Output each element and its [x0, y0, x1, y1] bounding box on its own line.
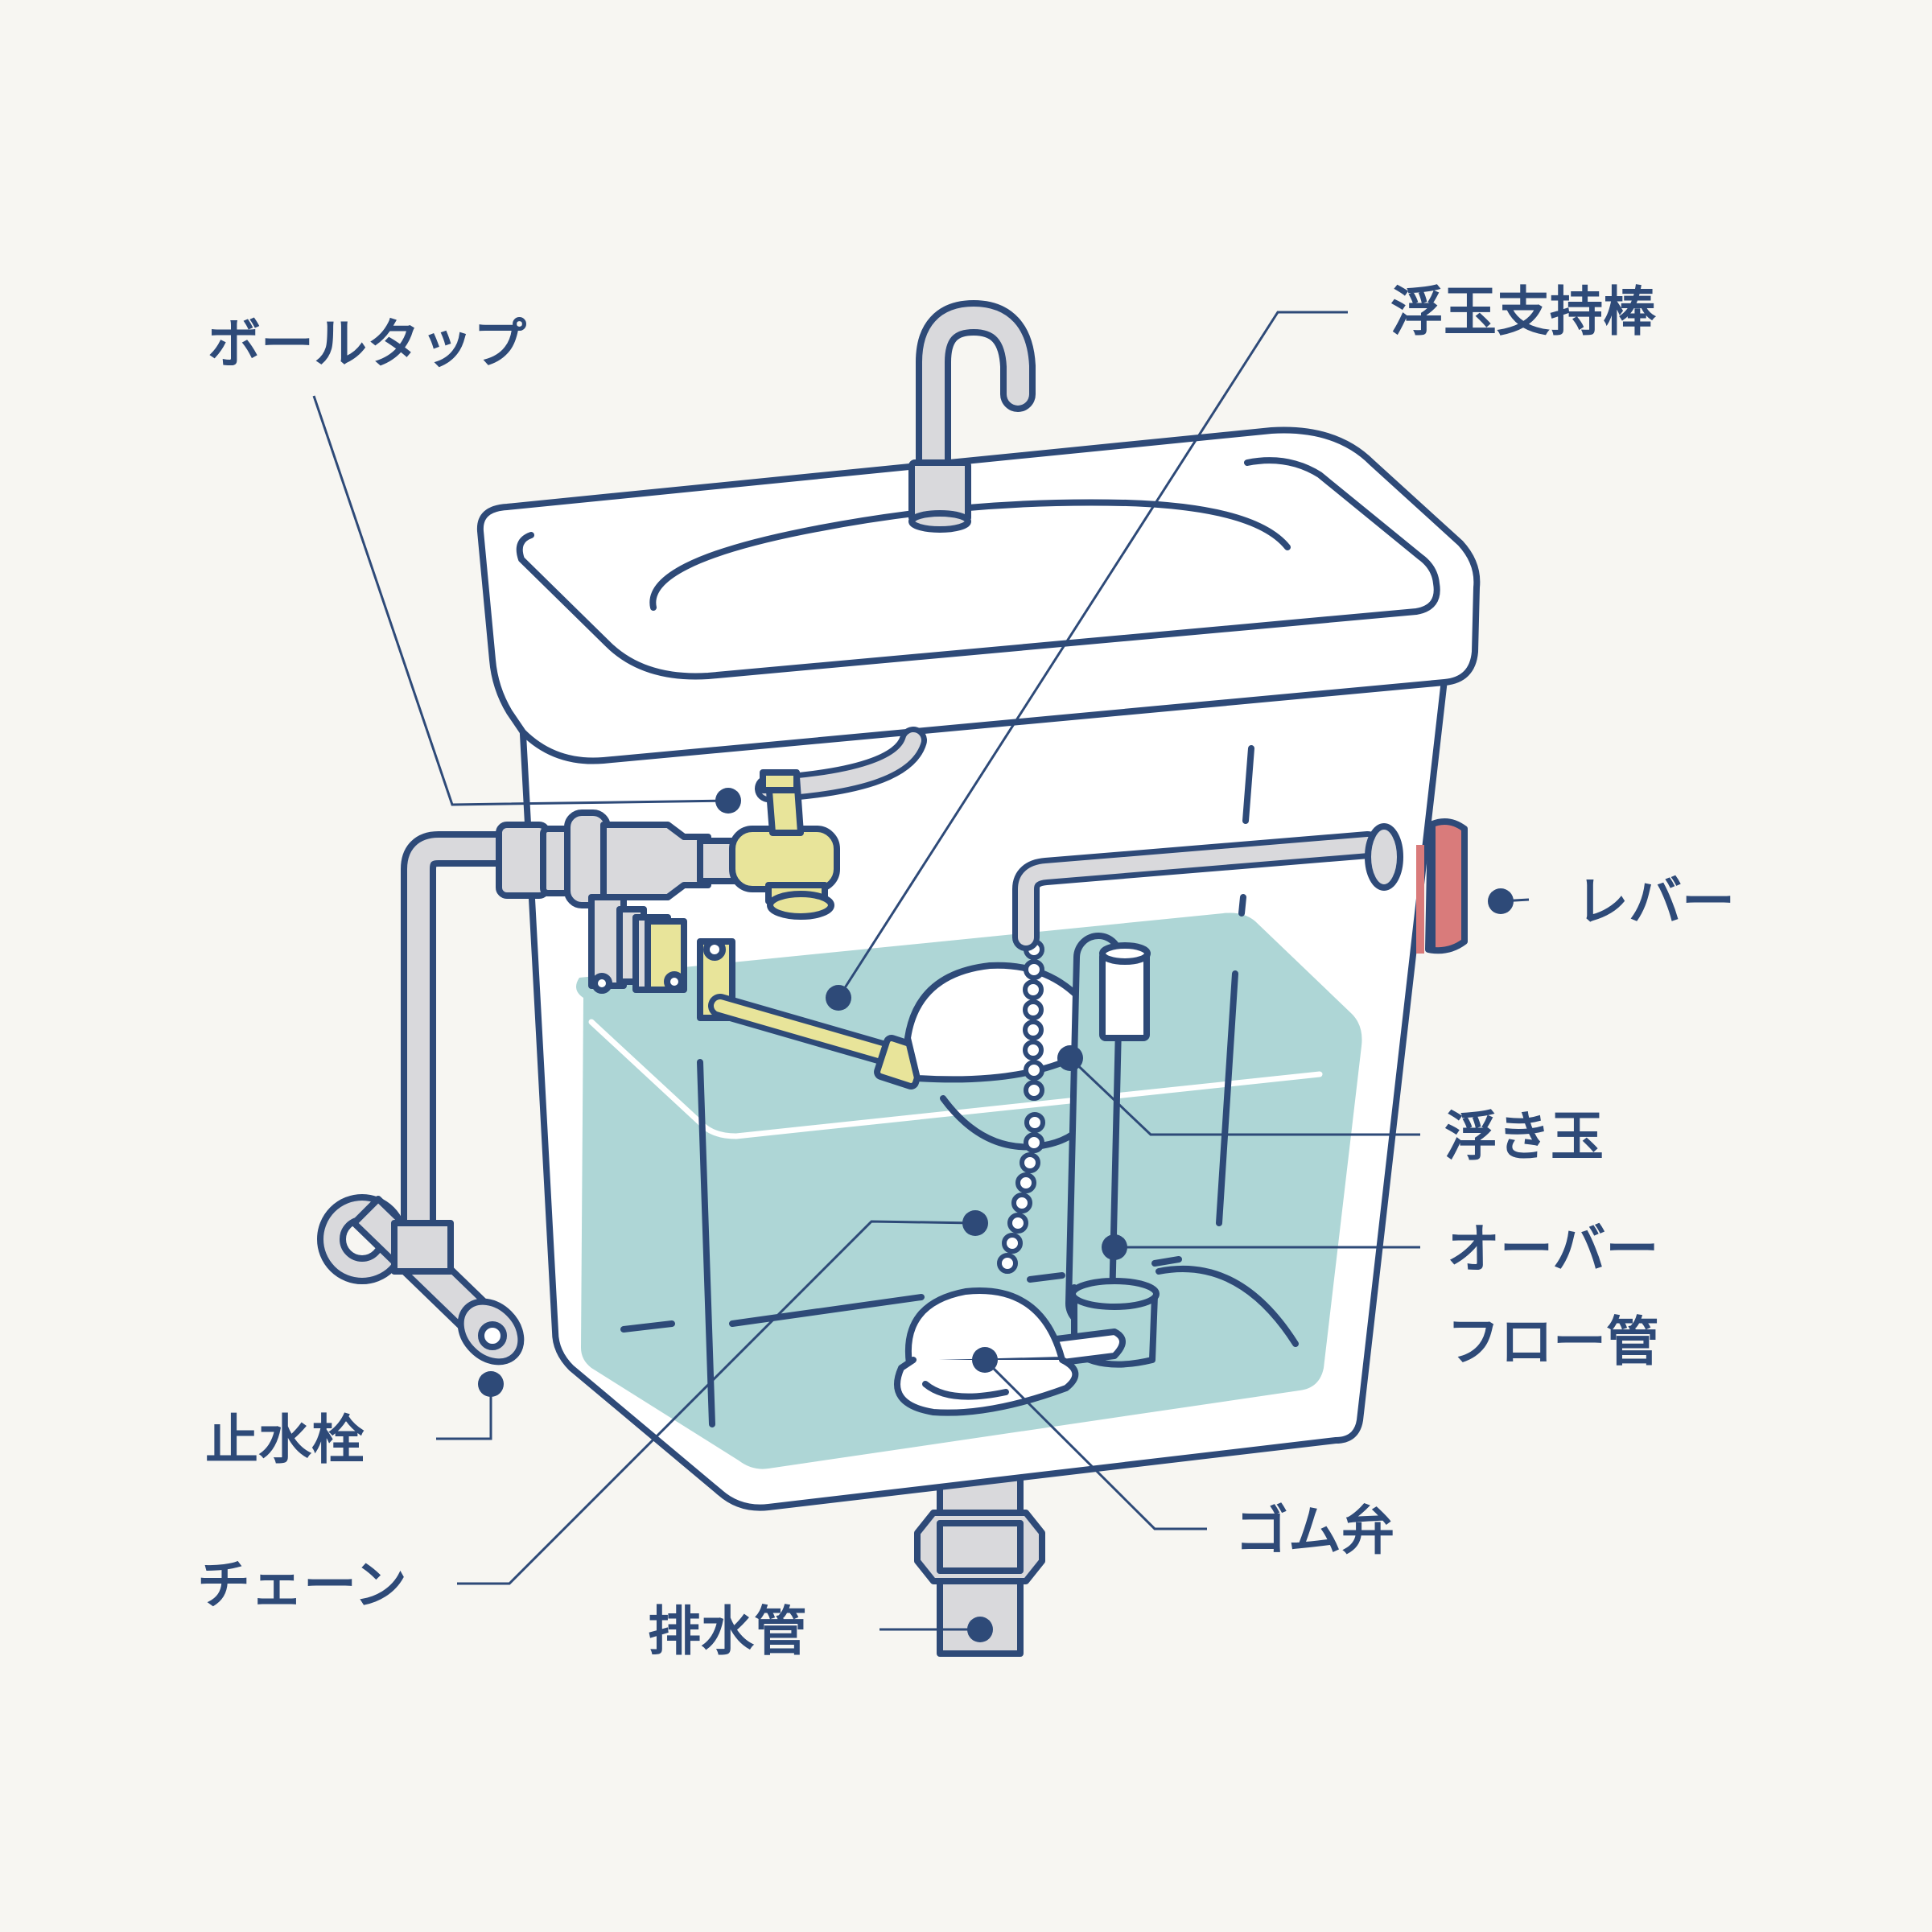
leader-float-ball: [1057, 1045, 1420, 1136]
label-float-rod: 浮玉支持棒: [1390, 281, 1657, 343]
label-stop-valve: 止水栓: [205, 1409, 365, 1471]
label-ball-tap: ボールタップ: [208, 313, 526, 375]
label-overflow-line1: オーバー: [1447, 1218, 1658, 1280]
label-overflow-line2: フロー管: [1447, 1311, 1659, 1373]
leader-drain-pipe: [879, 1617, 993, 1642]
spout: [908, 299, 1036, 533]
overflow-tube: [1039, 933, 1160, 1368]
tank-lid: [476, 299, 1481, 764]
leader-overflow: [1102, 1234, 1420, 1260]
label-chain: チェーン: [197, 1554, 407, 1616]
leader-chain: [457, 1210, 988, 1585]
leader-lever: [1488, 888, 1530, 914]
label-rubber-valve: ゴム弁: [1235, 1500, 1394, 1562]
water: [576, 912, 1362, 1469]
stop-valve: [317, 831, 525, 1366]
leader-rubber-valve: [972, 1347, 1207, 1530]
rubber-valve: [894, 1287, 1079, 1416]
chain: [997, 939, 1045, 1274]
leader-stop-valve: [436, 1371, 504, 1440]
label-lever: レバー: [1576, 871, 1735, 933]
leader-float-rod: [826, 311, 1348, 1011]
leader-ball-tap: [312, 395, 741, 814]
lever: [1012, 818, 1468, 954]
label-drain-pipe: 排水管: [648, 1600, 807, 1662]
label-float-ball: 浮き玉: [1444, 1106, 1604, 1168]
ball-tap: [496, 769, 840, 1021]
